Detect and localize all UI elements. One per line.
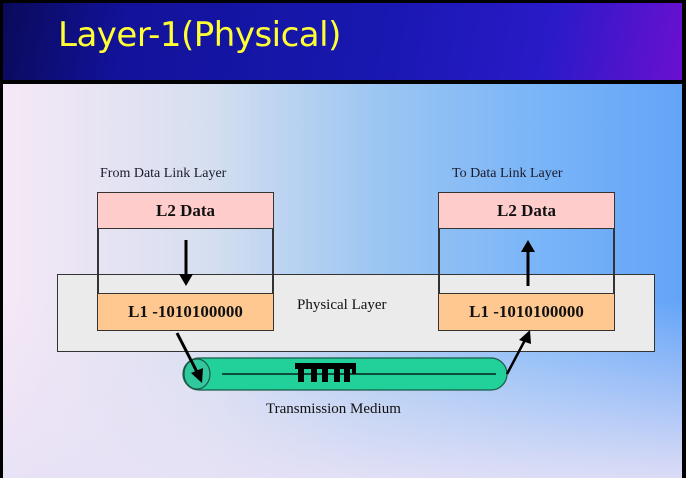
physical-layer-label: Physical Layer <box>297 297 387 313</box>
right-l2-data-label: L2 Data <box>496 200 557 220</box>
transmission-medium-label: Transmission Medium <box>266 401 401 417</box>
slide-header: Layer-1(Physical) <box>3 3 682 80</box>
down-arrow-icon <box>179 240 193 286</box>
right-bracket-line-left <box>438 228 440 293</box>
diagonal-arrow-into-medium-icon <box>175 332 203 383</box>
slide-title: Layer-1(Physical) <box>58 15 341 55</box>
left-l1-label: L1 -1010100000 <box>128 302 243 321</box>
square-wave-signal-icon <box>295 363 356 382</box>
from-data-link-caption: From Data Link Layer <box>100 166 227 181</box>
right-bracket-line-right <box>613 228 615 293</box>
right-l1-label: L1 -1010100000 <box>469 302 584 321</box>
right-l2-data-box: L2 Data <box>438 192 615 229</box>
right-l1-box: L1 -1010100000 <box>438 293 615 331</box>
left-l2-data-box: L2 Data <box>97 192 274 229</box>
left-bracket-line-left <box>97 228 99 293</box>
up-arrow-icon <box>521 240 535 286</box>
left-bracket-line-right <box>272 228 274 293</box>
left-l2-data-label: L2 Data <box>155 200 216 220</box>
to-data-link-caption: To Data Link Layer <box>452 166 563 181</box>
left-l1-box: L1 -1010100000 <box>97 293 274 331</box>
diagonal-arrow-out-of-medium-icon <box>505 330 531 375</box>
